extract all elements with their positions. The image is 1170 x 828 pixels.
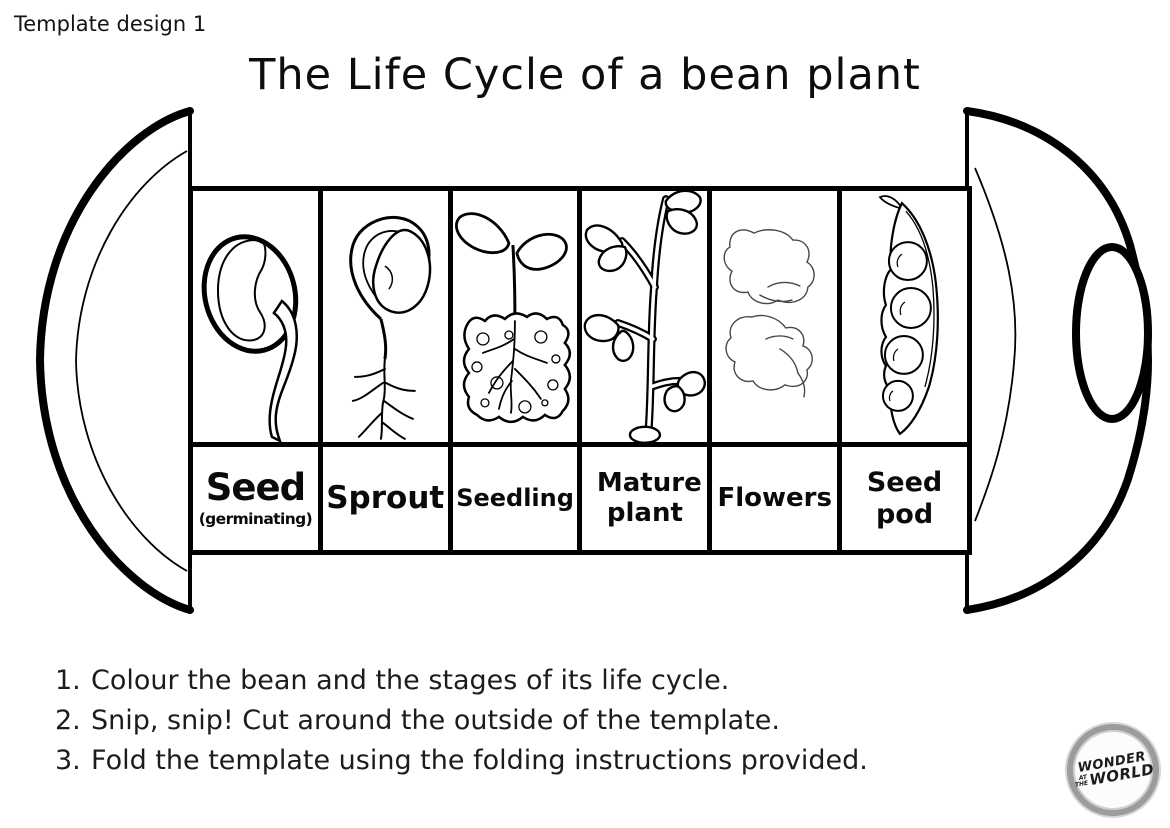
instruction-number: 2. [55,704,81,736]
stage-label: Seedling [456,483,574,512]
stage-panel-mature-plant: Mature plant [582,191,713,550]
stage-image-flowers [712,191,838,447]
bean-flowers-illustration [723,229,816,398]
instruction-item: 1. Colour the bean and the stages of its… [55,660,868,700]
stage-image-seed [193,191,318,447]
stage-panel-seed-pod: Seed pod [842,191,967,550]
stage-image-seed-pod [842,191,967,447]
stage-labelbox: Seed (germinating) [193,447,318,550]
instruction-number: 1. [55,664,81,696]
instruction-item: 3. Fold the template using the folding i… [55,740,868,780]
instruction-text: Fold the template using the folding inst… [91,744,868,776]
stage-label: Mature plant [596,467,702,528]
seed-pod-illustration [878,195,940,436]
stage-labelbox: Seedling [453,447,578,550]
logo-word-the: THE [1074,779,1089,789]
stage-panel-flowers: Flowers [712,191,843,550]
logo-text: WONDER AT THE WORLD [1071,749,1155,790]
stage-image-sprout [322,191,448,447]
stage-sublabel: (germinating) [198,510,313,529]
stage-panel-sprout: Sprout [322,191,453,550]
stage-label: Flowers [717,482,832,513]
stage-labelbox: Mature plant [582,447,707,550]
stage-image-seedling [452,191,578,447]
seedling-in-soil-illustration [454,212,571,424]
instruction-item: 2. Snip, snip! Cut around the outside of… [55,700,868,740]
logo-word-at-the: AT THE [1073,774,1089,789]
instructions-list: 1. Colour the bean and the stages of its… [55,660,868,780]
mature-plant-illustration [584,191,707,442]
instruction-number: 3. [55,744,81,776]
stage-panel-seedling: Seedling [452,191,583,550]
bean-hilum-notch [1072,243,1152,423]
germinating-seed-illustration [201,234,299,442]
sprout-with-roots-illustration [349,215,432,440]
stage-label: Seed pod [866,467,943,530]
stage-panel-seed: Seed (germinating) [193,191,323,550]
stage-strip: Seed (germinating) Sprout [188,186,972,555]
right-bean-end-shape [963,107,1153,614]
wonder-at-the-world-logo: WONDER AT THE WORLD [1063,720,1163,820]
instruction-text: Colour the bean and the stages of its li… [91,664,730,696]
instruction-text: Snip, snip! Cut around the outside of th… [91,704,780,736]
stage-label: Sprout [326,480,445,517]
left-bean-end-shape [35,107,194,614]
template-design-label: Template design 1 [14,12,207,36]
stage-labelbox: Seed pod [842,447,967,550]
stage-image-mature-plant [582,191,708,447]
stage-label: Seed [205,466,306,510]
stage-labelbox: Flowers [712,447,837,550]
stage-labelbox: Sprout [323,447,448,550]
page-title: The Life Cycle of a bean plant [249,50,921,100]
